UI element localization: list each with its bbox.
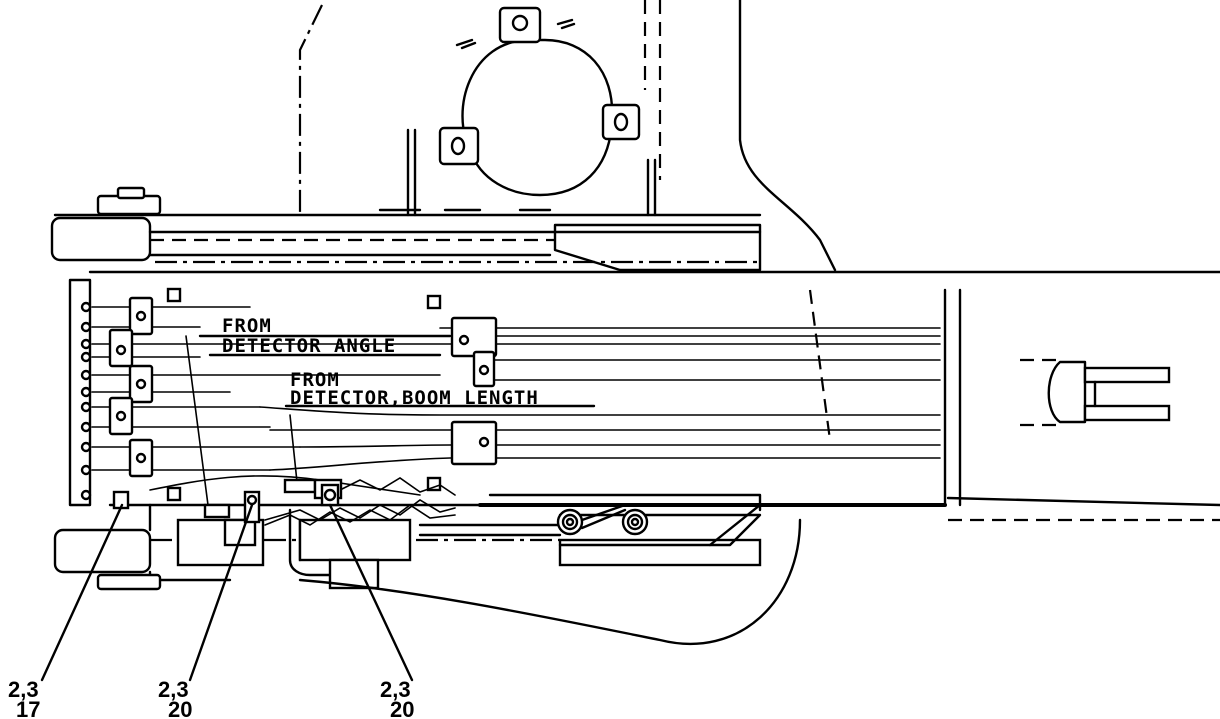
callout-1-top: 2,3 — [8, 677, 39, 702]
main-boom — [68, 270, 1220, 522]
label-detector-boom-length: DETECTOR,BOOM LENGTH — [290, 387, 539, 409]
motor-housing — [438, 6, 641, 197]
label-detector-angle: DETECTOR ANGLE — [222, 335, 396, 357]
lower-hardware — [53, 289, 947, 646]
callout-2-top: 2,3 — [158, 677, 189, 702]
callout-2-bottom: 20 — [168, 697, 192, 719]
callout-3-top: 2,3 — [380, 677, 411, 702]
cylinder-end — [1020, 358, 1171, 427]
upper-beam — [50, 186, 762, 272]
terminal-strip — [80, 301, 92, 501]
callout-3-bottom: 20 — [390, 697, 414, 719]
upper-housing — [298, 0, 837, 272]
leader-lines — [40, 334, 596, 682]
label-from-2: FROM — [290, 369, 340, 391]
callout-1-bottom: 17 — [16, 697, 40, 719]
wire-harness — [80, 296, 941, 510]
label-from-1: FROM — [222, 315, 272, 337]
